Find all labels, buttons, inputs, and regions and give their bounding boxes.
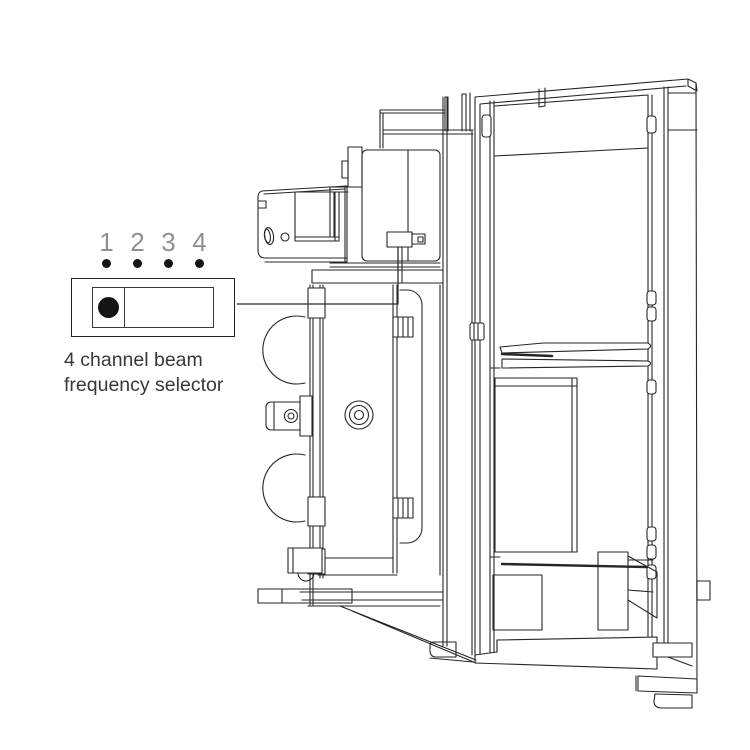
adjuster-screw [344, 400, 374, 430]
base-foot [429, 641, 698, 709]
channel-number-1: 1 [99, 227, 114, 257]
channel-number-3: 3 [161, 227, 176, 257]
callout-label-line1: 4 channel beam [64, 349, 203, 371]
callout-label: 4 channel beam frequency selector [64, 348, 223, 397]
side-connector [265, 395, 313, 437]
housing-cover [469, 78, 711, 680]
bracket-screw-hole [280, 232, 290, 242]
frequency-selector-switch [386, 231, 426, 284]
mounting-bracket [257, 185, 348, 263]
base-plates [257, 547, 477, 664]
mount-tab [696, 580, 711, 601]
selector-position-1 [93, 288, 125, 327]
selector-track [92, 287, 214, 328]
channel-number-2: 2 [130, 227, 145, 257]
lens-arc-top [262, 315, 306, 385]
channel-number-4: 4 [192, 227, 207, 257]
internal-assembly [474, 342, 658, 670]
callout-label-line2: frequency selector [64, 373, 224, 396]
channel-dot-4 [195, 258, 204, 268]
callout-leader-line [237, 247, 399, 305]
selector-knob [98, 297, 119, 318]
channel-dot-row [91, 258, 215, 268]
channel-dot-1 [102, 258, 111, 268]
channel-dot-3 [164, 258, 173, 268]
selector-empty-track [125, 288, 213, 327]
channel-number-row: 1 2 3 4 [91, 228, 215, 256]
channel-dot-2 [133, 258, 142, 268]
frequency-selector-box [71, 278, 235, 337]
lens-arc-bottom [262, 453, 306, 523]
